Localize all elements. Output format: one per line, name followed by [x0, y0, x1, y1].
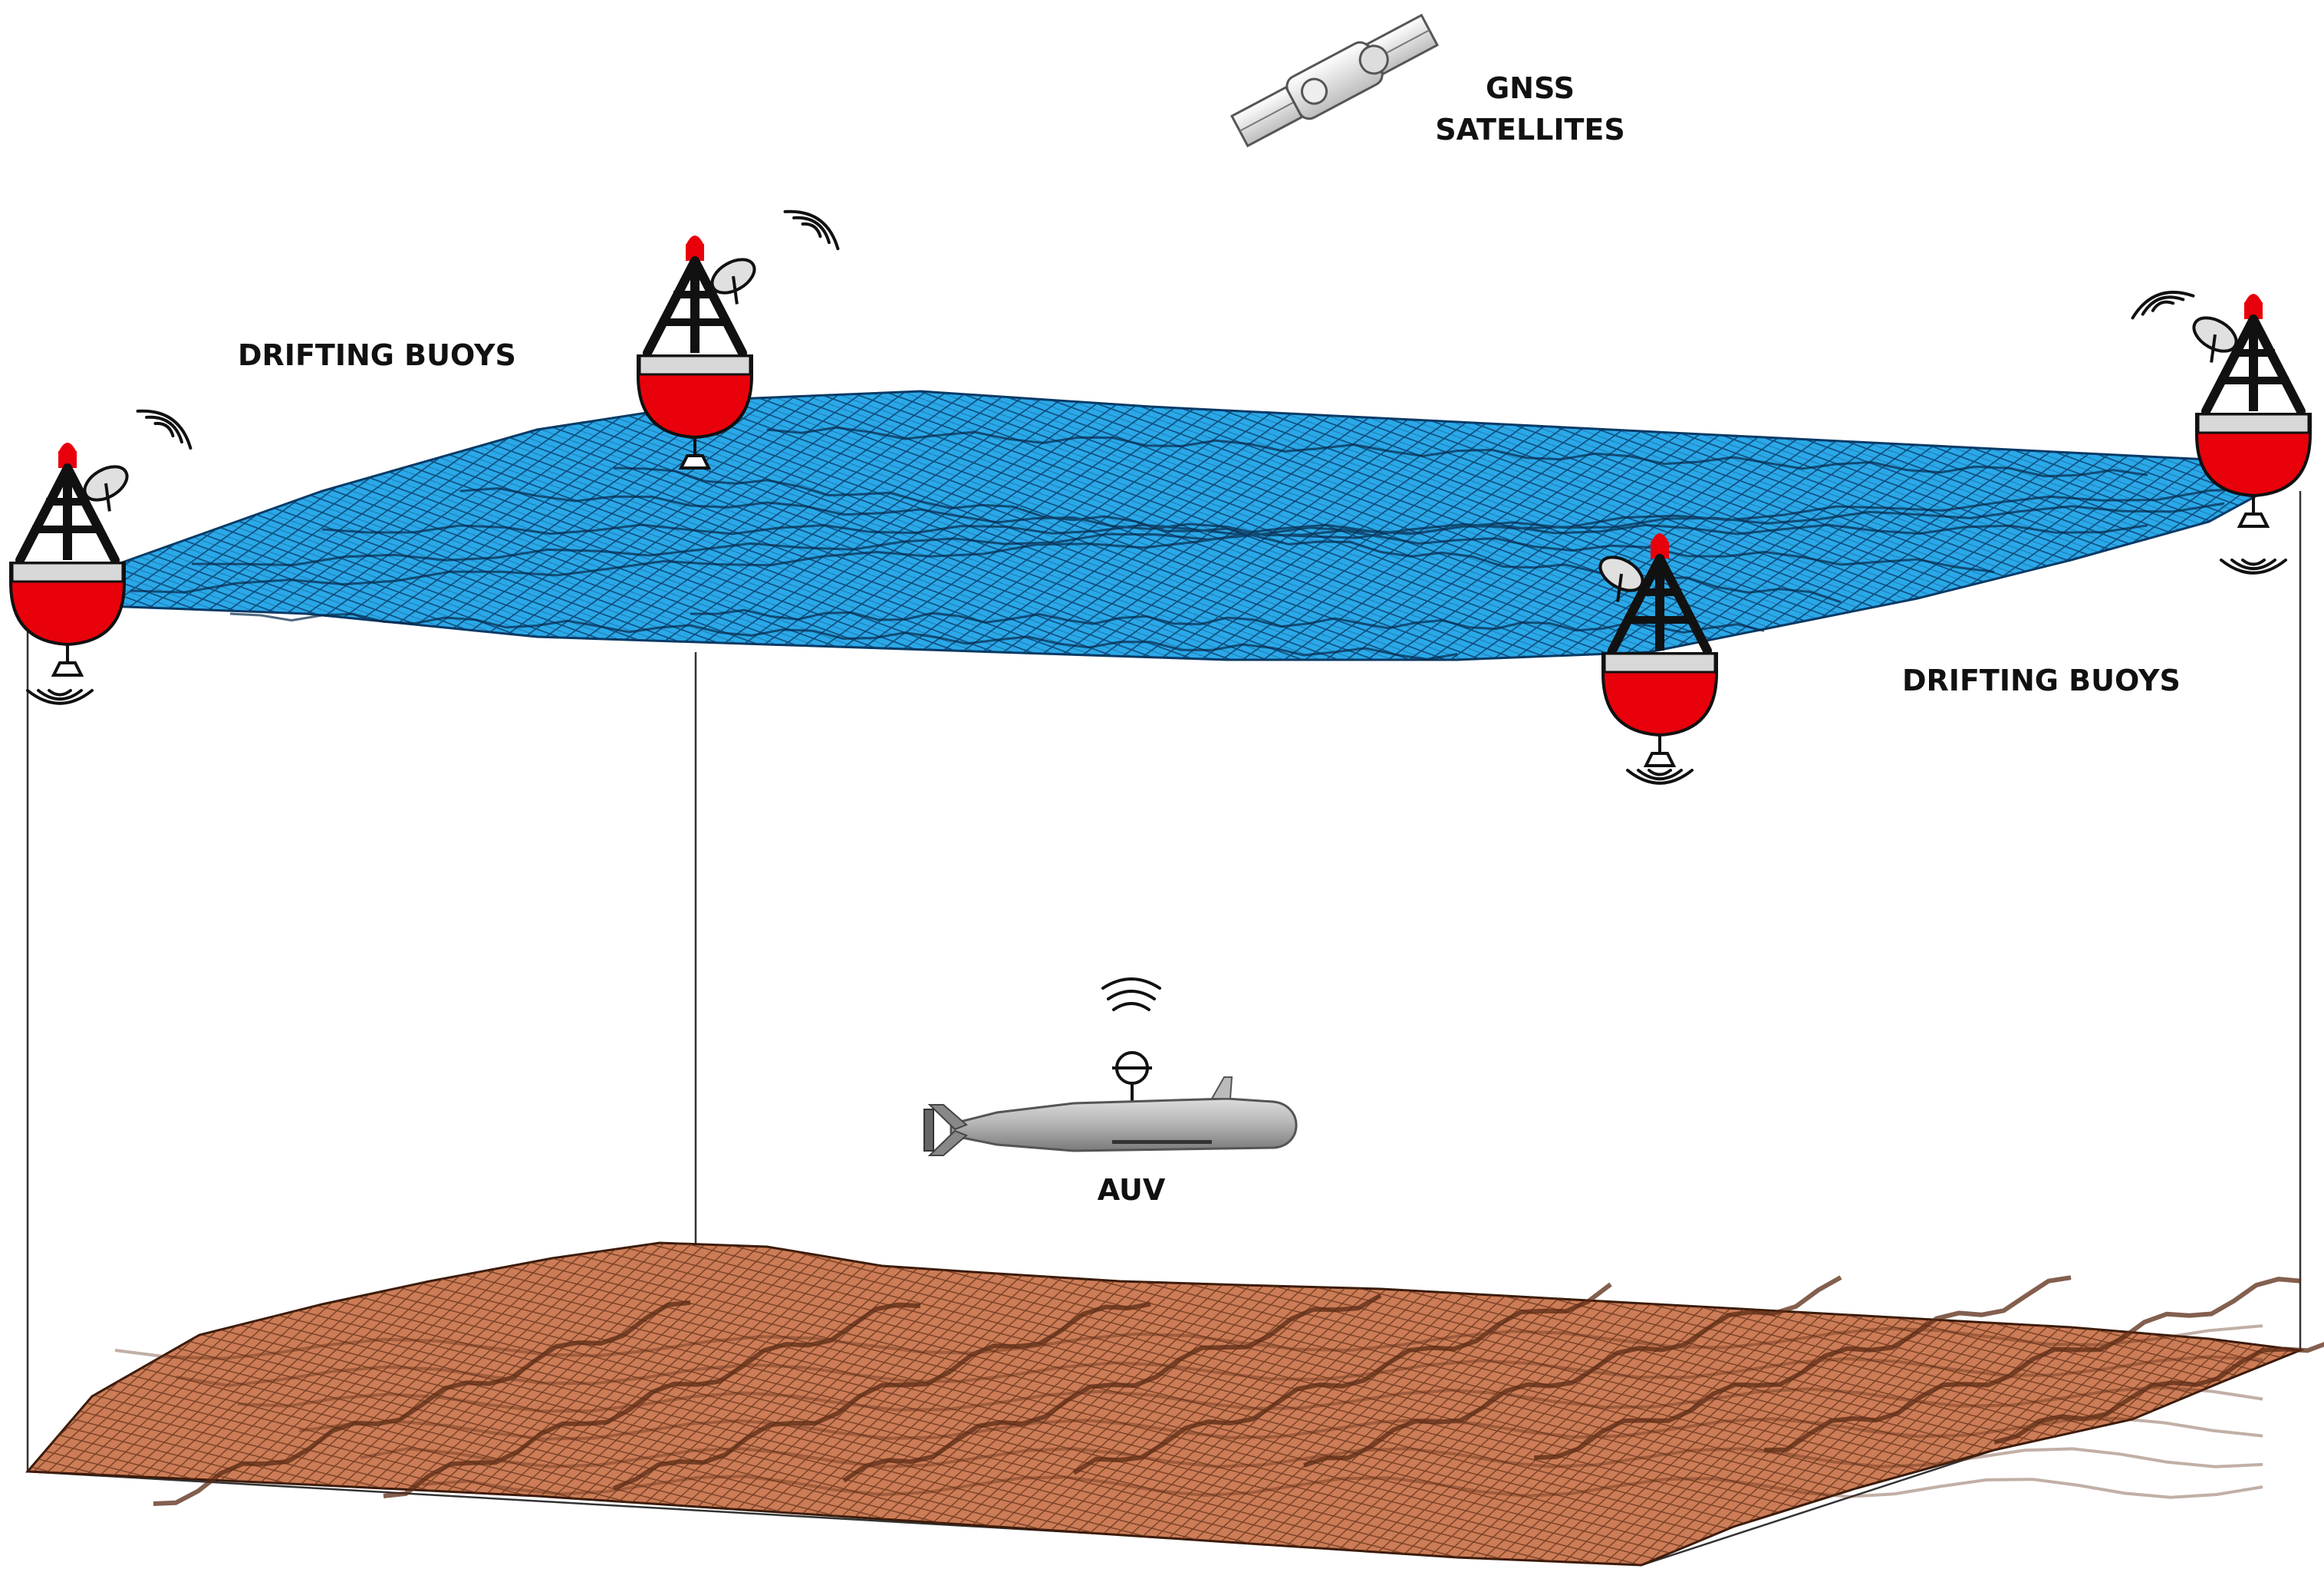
gnss-label-line1: GNSS — [1486, 71, 1575, 105]
buoy-icon — [2192, 294, 2312, 528]
drifting-buoys-label-left: DRIFTING BUOYS — [238, 338, 516, 372]
sea-surface — [106, 390, 2297, 661]
drifting-buoys — [9, 209, 2312, 785]
signal-waves-icon — [2131, 290, 2195, 320]
signal-waves-icon — [783, 209, 840, 251]
gnss-label-line2: SATELLITES — [1435, 113, 1625, 147]
signal-waves-icon — [26, 689, 94, 705]
signal-waves-icon — [2220, 559, 2287, 575]
transducer-icon — [1643, 735, 1677, 767]
buoy-icon — [637, 236, 756, 470]
satellite-icon — [1230, 13, 1439, 148]
drifting-buoys-label-right: DRIFTING BUOYS — [1902, 664, 2181, 697]
buoy-icon — [1598, 533, 1718, 767]
antenna-dish-icon — [2192, 316, 2238, 363]
signal-waves-icon — [1101, 977, 1161, 1011]
signal-waves-icon — [136, 409, 193, 450]
auv-label: AUV — [1098, 1173, 1166, 1207]
antenna-dish-icon — [710, 258, 756, 305]
auv-icon — [923, 977, 1298, 1156]
transducer-icon — [51, 644, 84, 677]
seabed-surface — [25, 1241, 2324, 1567]
antenna-dish-icon — [83, 465, 129, 512]
transducer-icon — [678, 437, 712, 470]
signal-waves-icon — [1626, 769, 1694, 785]
antenna-dish-icon — [1598, 555, 1644, 602]
buoy-icon — [9, 443, 129, 677]
transducer-icon — [2237, 496, 2270, 528]
